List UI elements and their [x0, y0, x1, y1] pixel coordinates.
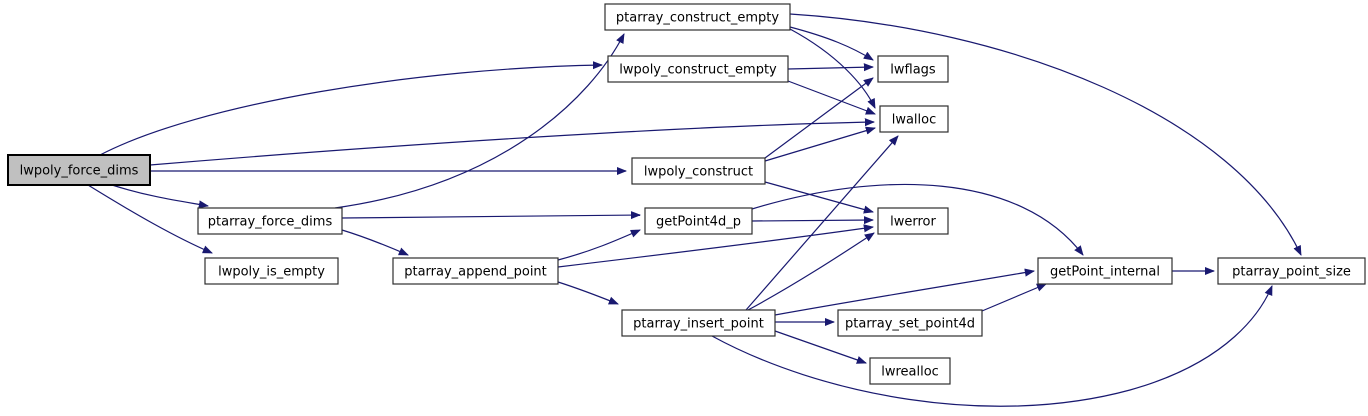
edge-lwpoly_force_dims-to-ptarray_force_dims — [111, 184, 210, 209]
node-ptarray_construct_empty[interactable]: ptarray_construct_empty — [604, 3, 791, 31]
node-ptarray_append_point[interactable]: ptarray_append_point — [392, 257, 559, 285]
node-label-lwpoly_construct_empty: lwpoly_construct_empty — [619, 63, 777, 78]
node-lwerror[interactable]: lwerror — [877, 207, 949, 235]
edge-lwpoly_construct-to-lwflags — [764, 77, 874, 159]
node-box-ptarray_force_dims[interactable] — [197, 207, 343, 235]
edge-lwpoly_construct_empty-to-lwalloc — [787, 80, 876, 115]
node-lwpoly_is_empty[interactable]: lwpoly_is_empty — [204, 257, 339, 285]
node-label-ptarray_point_size: ptarray_point_size — [1232, 265, 1351, 280]
node-label-ptarray_set_point4d: ptarray_set_point4d — [845, 317, 975, 332]
edge-ptarray_insert_point-to-lwalloc — [745, 135, 899, 311]
edge-ptarray_insert_point-to-getPoint_internal — [774, 268, 1036, 316]
node-box-lwrealloc[interactable] — [869, 357, 951, 385]
node-box-lwpoly_construct[interactable] — [631, 157, 766, 185]
node-label-getPoint4d_p: getPoint4d_p — [656, 215, 741, 230]
edge-ptarray_insert_point-to-lwrealloc — [774, 330, 867, 364]
node-ptarray_force_dims[interactable]: ptarray_force_dims — [197, 207, 343, 235]
edge-getPoint4d_p-to-getPoint_internal — [751, 183, 1084, 256]
edge-ptarray_append_point-to-lwerror — [557, 224, 875, 268]
node-box-ptarray_append_point[interactable] — [392, 257, 559, 285]
edge-lwpoly_construct-to-lwerror — [764, 181, 874, 214]
node-label-lwpoly_construct: lwpoly_construct — [644, 165, 753, 180]
edges-layer — [87, 13, 1302, 407]
node-lwpoly_construct_empty[interactable]: lwpoly_construct_empty — [607, 55, 789, 83]
edge-ptarray_construct_empty-to-ptarray_point_size — [789, 13, 1302, 256]
node-lwpoly_force_dims: lwpoly_force_dims — [7, 154, 151, 186]
node-box-ptarray_insert_point[interactable] — [621, 309, 776, 337]
edge-lwpoly_force_dims-to-lwpoly_is_empty — [87, 184, 213, 254]
node-label-lwpoly_is_empty: lwpoly_is_empty — [218, 265, 325, 280]
node-ptarray_insert_point[interactable]: ptarray_insert_point — [621, 309, 776, 337]
node-box-ptarray_point_size[interactable] — [1217, 257, 1366, 285]
node-box-ptarray_set_point4d[interactable] — [837, 309, 983, 337]
node-label-ptarray_construct_empty: ptarray_construct_empty — [616, 11, 779, 26]
edge-ptarray_insert_point-to-lwerror — [747, 232, 875, 311]
edge-ptarray_construct_empty-to-lwalloc — [789, 28, 876, 109]
node-lwrealloc[interactable]: lwrealloc — [869, 357, 951, 385]
node-label-getPoint_internal: getPoint_internal — [1050, 265, 1160, 280]
edge-ptarray_force_dims-to-ptarray_append_point — [341, 229, 409, 256]
node-label-lwpoly_force_dims: lwpoly_force_dims — [20, 164, 139, 179]
node-lwpoly_construct[interactable]: lwpoly_construct — [631, 157, 766, 185]
node-box-lwerror[interactable] — [877, 207, 949, 235]
edge-ptarray_append_point-to-getPoint4d_p — [557, 229, 641, 261]
edge-lwpoly_force_dims-to-lwalloc — [149, 118, 876, 166]
edge-ptarray_append_point-to-ptarray_insert_point — [557, 281, 619, 305]
edge-lwpoly_force_dims-to-lwpoly_construct_empty — [99, 61, 604, 156]
node-lwflags[interactable]: lwflags — [877, 55, 949, 83]
edge-ptarray_set_point4d-to-getPoint_internal — [981, 283, 1047, 312]
edge-getPoint4d_p-to-lwerror — [751, 215, 875, 225]
node-label-lwalloc: lwalloc — [892, 113, 937, 128]
edge-lwpoly_construct_empty-to-lwflags — [787, 63, 875, 72]
node-label-ptarray_insert_point: ptarray_insert_point — [633, 317, 764, 332]
node-box-lwpoly_construct_empty[interactable] — [607, 55, 789, 83]
node-box-lwpoly_is_empty[interactable] — [204, 257, 339, 285]
node-box-ptarray_construct_empty[interactable] — [604, 3, 791, 31]
node-ptarray_set_point4d[interactable]: ptarray_set_point4d — [837, 309, 983, 337]
node-lwalloc[interactable]: lwalloc — [879, 105, 949, 133]
edge-lwpoly_construct-to-lwalloc — [764, 126, 876, 162]
node-label-lwerror: lwerror — [890, 215, 936, 230]
edge-ptarray_construct_empty-to-lwflags — [789, 26, 874, 61]
node-label-ptarray_force_dims: ptarray_force_dims — [208, 215, 333, 230]
node-box-lwpoly_force_dims — [7, 154, 151, 186]
node-label-lwflags: lwflags — [890, 63, 936, 78]
node-label-ptarray_append_point: ptarray_append_point — [404, 265, 547, 280]
node-box-lwflags[interactable] — [877, 55, 949, 83]
node-box-lwalloc[interactable] — [879, 105, 949, 133]
edge-ptarray_force_dims-to-getPoint4d_p — [341, 211, 642, 220]
edge-ptarray_insert_point-to-ptarray_point_size — [711, 285, 1273, 407]
node-label-lwrealloc: lwrealloc — [881, 365, 939, 380]
nodes-layer: lwpoly_force_dimsptarray_force_dimslwpol… — [7, 3, 1366, 385]
node-box-getPoint_internal[interactable] — [1037, 257, 1173, 285]
node-ptarray_point_size[interactable]: ptarray_point_size — [1217, 257, 1366, 285]
edge-ptarray_force_dims-to-ptarray_construct_empty — [334, 33, 625, 209]
node-getPoint4d_p[interactable]: getPoint4d_p — [644, 207, 753, 235]
node-getPoint_internal[interactable]: getPoint_internal — [1037, 257, 1173, 285]
node-box-getPoint4d_p[interactable] — [644, 207, 753, 235]
